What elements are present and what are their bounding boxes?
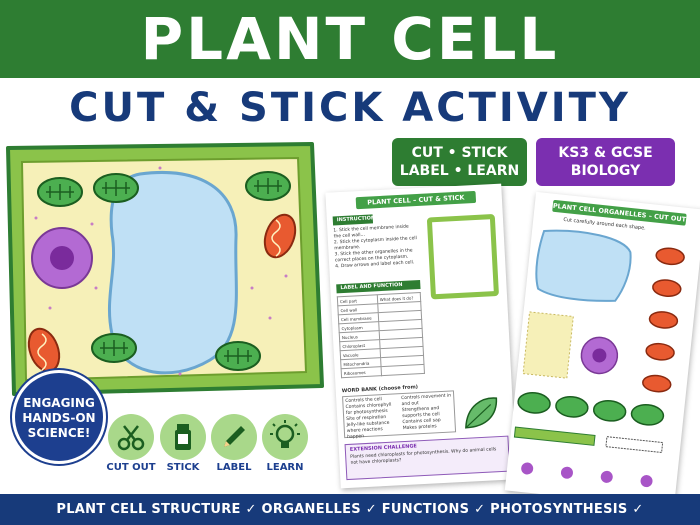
chloroplast-2	[93, 173, 139, 203]
cutout-shapes	[513, 229, 685, 488]
pencil-icon	[224, 426, 245, 447]
instructions-list: 1. Stick the cell membrane inside the ce…	[333, 224, 419, 270]
mitochondrion-2	[27, 327, 61, 373]
word-bank-item: Makes proteins	[402, 424, 437, 432]
nucleus	[31, 227, 93, 289]
step-label-stick: STICK	[166, 462, 200, 473]
activity-badge-line1: CUT • STICK	[411, 145, 508, 161]
level-badge-line1: KS3 & GCSE	[558, 145, 653, 161]
chloroplast-3	[245, 171, 291, 201]
step-label-cut-out: CUT OUT	[106, 462, 156, 473]
promo-circle: ENGAGING HANDS-ON SCIENCE!	[12, 370, 106, 464]
glue-stick-icon	[175, 424, 191, 450]
main-title: PLANT CELL	[140, 5, 560, 73]
footer-banner: PLANT CELL STRUCTURE ✓ ORGANELLES ✓ FUNC…	[0, 494, 700, 525]
extension-box: EXTENSION CHALLENGE Plants need chloropl…	[344, 435, 511, 481]
cutout-mitochondria	[642, 247, 685, 393]
table-row: Ribosomes	[341, 366, 382, 378]
step-label-learn: LEARN	[266, 462, 304, 473]
plant-cell-illustration	[6, 142, 324, 396]
chloroplast-4	[91, 333, 137, 363]
cutout-ribosomes	[521, 462, 653, 488]
lightbulb-icon	[270, 420, 300, 448]
step-learn	[262, 414, 308, 460]
ribosome-dots	[34, 166, 288, 376]
step-label	[211, 414, 257, 460]
activity-badge-line2: LABEL • LEARN	[399, 163, 520, 179]
vacuole	[108, 171, 238, 375]
title-banner	[0, 0, 700, 78]
word-bank-item: Jelly-like substance where reactions hap…	[346, 420, 390, 440]
cutout-membrane-strip	[605, 436, 664, 454]
chloroplast-5	[215, 341, 261, 371]
subtitle: CUT & STICK ACTIVITY	[69, 85, 631, 131]
word-bank: Controls the cell Contains chlorophyll f…	[342, 390, 457, 441]
cutout-nucleus	[580, 336, 619, 375]
mitochondrion-1	[263, 213, 297, 259]
cutout-vacuole	[535, 229, 632, 302]
step-stick	[160, 414, 206, 460]
promo-line2: HANDS-ON	[22, 411, 96, 425]
chloroplast-1	[37, 177, 83, 207]
cell-outline-box	[426, 213, 500, 300]
cutout-chloroplasts	[517, 392, 665, 426]
level-badge-line2: BIOLOGY	[570, 163, 641, 179]
promo-line3: SCIENCE!	[27, 426, 91, 440]
activity-badge: CUT • STICK LABEL • LEARN	[392, 138, 527, 186]
word-bank-right: Controls movement in and out Strengthens…	[401, 393, 455, 432]
table-heading: LABEL AND FUNCTION TABLE	[336, 279, 421, 300]
cutout-sheet: PLANT CELL ORGANELLES – CUT OUT Cut care…	[504, 191, 700, 509]
instructions-heading: INSTRUCTIONS	[332, 214, 379, 226]
promo-line1: ENGAGING	[23, 396, 95, 410]
scissors-icon	[117, 425, 145, 451]
step-label-label: LABEL	[216, 462, 252, 473]
cutout-cytoplasm	[522, 311, 574, 379]
step-cut-out	[108, 414, 154, 460]
worksheet-title: PLANT CELL – CUT & STICK	[355, 190, 477, 210]
worksheet-page: PLANT CELL – CUT & STICK INSTRUCTIONS 1.…	[325, 183, 517, 489]
leaf-icon	[465, 397, 498, 429]
cutout-cell-wall-strip	[513, 426, 596, 446]
level-badge: KS3 & GCSE BIOLOGY	[536, 138, 675, 186]
word-bank-left: Controls the cell Contains chlorophyll f…	[345, 396, 399, 441]
